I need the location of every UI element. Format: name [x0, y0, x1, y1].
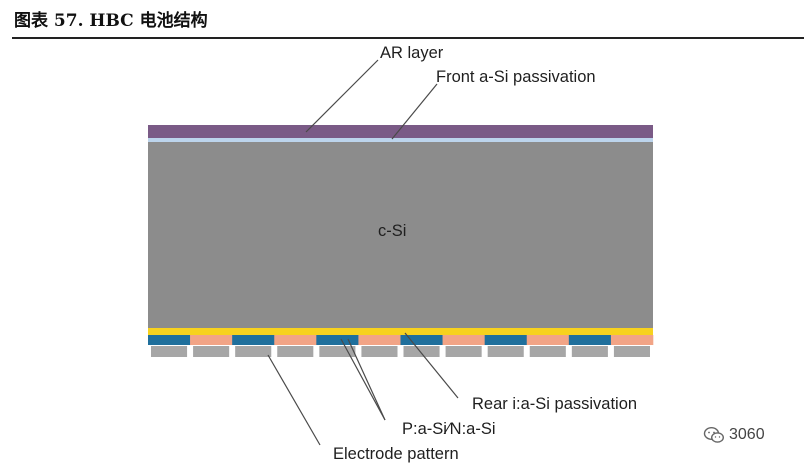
leader-ar: [305, 59, 379, 133]
electrode-pad: [319, 346, 356, 357]
watermark-text: 3060: [729, 426, 765, 443]
ar-layer: [148, 125, 653, 138]
n-region: [526, 335, 570, 345]
leader-pn-n: [347, 338, 386, 421]
label-rear-passivation: Rear i:a-Si passivation: [472, 395, 637, 413]
n-region: [610, 335, 654, 345]
leader-rear: [404, 332, 459, 399]
electrode-pad: [235, 346, 272, 357]
n-region: [442, 335, 485, 345]
electrode-pad: [487, 346, 524, 357]
figure-title: 图表 57. HBC 电池结构: [14, 11, 208, 31]
leader-pn-p: [340, 338, 386, 421]
electrode-pad: [361, 346, 398, 357]
electrode-pad: [193, 346, 230, 357]
leader-electrode: [267, 354, 321, 446]
p-region: [316, 335, 359, 345]
title-divider: [12, 37, 804, 39]
front-passivation-layer: [148, 138, 653, 142]
c-si-layer: [148, 142, 653, 328]
electrode-pad: [151, 346, 188, 357]
electrode-pad: [613, 346, 650, 357]
label-c-si: c-Si: [378, 222, 406, 240]
label-electrode-pattern: Electrode pattern: [333, 445, 459, 463]
wechat-icon: [703, 426, 725, 443]
n-region: [274, 335, 317, 345]
watermark: 3060: [703, 426, 765, 444]
label-p-n: P:a-Si∕N:a-Si: [402, 420, 496, 438]
p-region: [148, 335, 191, 345]
electrode-row: [151, 346, 650, 357]
rear-passivation-layer: [148, 328, 653, 335]
electrode-pad: [529, 346, 566, 357]
n-region: [190, 335, 233, 345]
leader-lines: [267, 59, 459, 446]
electrode-pad: [571, 346, 608, 357]
p-region: [400, 335, 443, 345]
p-region: [232, 335, 275, 345]
p-region: [484, 335, 528, 345]
label-ar-layer: AR layer: [380, 44, 444, 62]
label-front-passivation: Front a-Si passivation: [436, 68, 596, 86]
electrode-pad: [403, 346, 440, 357]
pn-pattern-row: [148, 335, 654, 345]
leader-front: [391, 83, 438, 140]
electrode-pad: [445, 346, 482, 357]
electrode-pad: [277, 346, 314, 357]
n-region: [358, 335, 401, 345]
p-region: [568, 335, 612, 345]
